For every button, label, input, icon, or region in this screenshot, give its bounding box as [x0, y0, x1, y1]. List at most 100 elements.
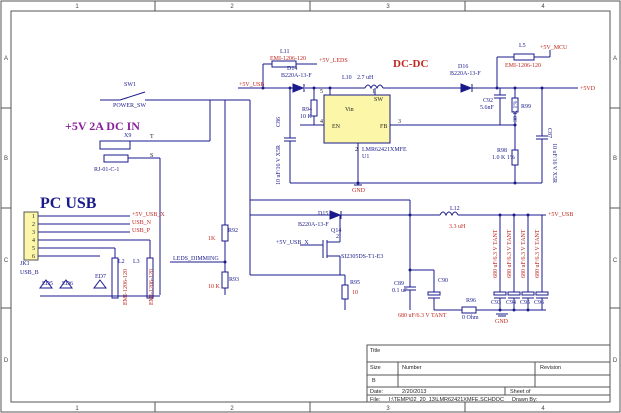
svg-text:ED6: ED6: [62, 281, 73, 287]
svg-text:10 K: 10 K: [300, 114, 313, 120]
pc-usb-heading: PC USB: [40, 195, 97, 212]
svg-text:R94: R94: [302, 107, 312, 113]
svg-text:GND: GND: [495, 319, 509, 325]
diode-d15: D15 B220A-13-F: [250, 210, 410, 228]
svg-text:EMI-1206-120: EMI-1206-120: [270, 56, 306, 62]
svg-text:EN: EN: [332, 124, 341, 130]
svg-text:2: 2: [336, 234, 339, 240]
net-label-usb-p5v-usb-x: +5V_USB_X: [132, 212, 165, 218]
capacitor-c95: C95 680 uF/6.3 V TANT: [520, 215, 535, 310]
inner-frame: [10, 10, 611, 403]
capacitor-c94: C94 680 uF/6.3 V TANT: [506, 215, 521, 310]
inductor-l2: L2 EMI-1206-120: [111, 257, 129, 305]
capacitor-c96: C96 680 uF/6.3 V TANT: [534, 215, 549, 310]
zone-row-right-a: A: [613, 56, 617, 62]
svg-text:ED7: ED7: [95, 274, 106, 280]
zone-col-bottom-4: 4: [541, 406, 545, 412]
svg-text:680 uF/6.3 V TANT: 680 uF/6.3 V TANT: [535, 229, 541, 278]
svg-text:6: 6: [32, 254, 35, 260]
svg-text:L5: L5: [519, 43, 526, 49]
svg-text:3: 3: [32, 230, 35, 236]
svg-text:FB: FB: [380, 124, 387, 130]
svg-text:ED5: ED5: [42, 281, 53, 287]
svg-text:680 uF/6.3 V TANT: 680 uF/6.3 V TANT: [521, 229, 527, 278]
svg-text:1: 1: [32, 214, 35, 220]
dc-in-heading: +5V 2A DC IN: [65, 119, 140, 133]
inductor-l5: L5 EMI-1206-120: [505, 43, 541, 69]
svg-text:L2: L2: [118, 259, 125, 265]
svg-text:POWER_SW: POWER_SW: [113, 103, 146, 109]
svg-text:3.3 uH: 3.3 uH: [449, 224, 466, 230]
ic-u1: Vin SW EN FB 5 1 4 3 2 LMR62421XMFE U1: [320, 89, 407, 160]
svg-text:D14: D14: [287, 66, 297, 72]
size-value: B: [372, 378, 376, 384]
svg-text:LMR62421XMFE: LMR62421XMFE: [362, 147, 407, 153]
svg-text:B220A-13-F: B220A-13-F: [281, 73, 312, 79]
zone-row-right-b: B: [613, 156, 617, 162]
resistor-r99: R99 30 K 1%: [511, 97, 531, 122]
svg-text:USB_B: USB_B: [20, 270, 39, 276]
svg-text:R92: R92: [228, 228, 238, 234]
svg-text:GND: GND: [352, 188, 366, 194]
svg-text:SI2305DS-T1-E3: SI2305DS-T1-E3: [341, 254, 383, 260]
svg-text:R99: R99: [521, 104, 531, 110]
svg-text:L11: L11: [280, 49, 289, 55]
gnd-symbol-output: GND: [495, 313, 509, 325]
svg-text:680 uF/6.3 V TANT: 680 uF/6.3 V TANT: [493, 229, 499, 278]
svg-text:Vin: Vin: [345, 107, 354, 113]
zone-col-bottom-2: 2: [230, 406, 234, 412]
svg-text:C95: C95: [520, 300, 530, 306]
svg-text:1.0 K 1%: 1.0 K 1%: [492, 155, 515, 161]
svg-text:1: 1: [372, 89, 375, 95]
svg-text:10 K: 10 K: [208, 284, 221, 290]
net-label-p5v-usb: +5V_USB: [239, 82, 264, 88]
dc-jack-x9: X9 RJ-01-C-1 T S: [94, 100, 211, 295]
capacitor-c92: C92 5.6nF: [480, 98, 495, 111]
zone-row-left-d: D: [4, 358, 9, 364]
svg-text:10 uF/16 V X5R: 10 uF/16 V X5R: [551, 143, 557, 183]
resistor-r94: R94 10 K: [300, 99, 318, 120]
svg-text:EMI-1206-120: EMI-1206-120: [149, 269, 155, 305]
svg-text:1K: 1K: [208, 236, 216, 242]
size-label: Size: [370, 365, 381, 371]
svg-text:D16: D16: [458, 64, 468, 70]
inductor-l11: L11 EMI-1206-120: [270, 49, 306, 68]
svg-text:C94: C94: [506, 300, 516, 306]
net-label-usb-p: USB_P: [132, 228, 151, 234]
svg-text:C89: C89: [394, 281, 404, 287]
sheet-label: Sheet of: [510, 389, 531, 395]
top-rail-wires: [238, 50, 578, 89]
svg-text:R98: R98: [497, 148, 507, 154]
resistor-r93: R93 10 K: [208, 241, 239, 295]
zone-row-right-d: D: [613, 358, 618, 364]
capacitor-c90: C90 680 uF/6.3 V TANT: [398, 269, 448, 319]
zone-row-left-b: B: [4, 156, 8, 162]
svg-text:EMI-1206-120: EMI-1206-120: [123, 269, 129, 305]
number-label: Number: [402, 365, 422, 371]
svg-text:R95: R95: [350, 280, 360, 286]
svg-text:5.6nF: 5.6nF: [480, 105, 495, 111]
net-label-usb-n: USB_N: [132, 220, 152, 226]
net-label-group-top: +5V_USB +5V_LEDS +5V_MCU +5VD: [239, 45, 596, 92]
svg-text:C90: C90: [438, 278, 448, 284]
svg-text:2: 2: [32, 222, 35, 228]
diode-d16: D16 B220A-13-F: [450, 64, 481, 93]
svg-text:S: S: [150, 153, 153, 159]
svg-text:680 uF/6.3 V TANT: 680 uF/6.3 V TANT: [398, 313, 447, 319]
svg-text:R96: R96: [466, 298, 476, 304]
title-block: [366, 344, 611, 403]
zone-row-right-c: C: [613, 258, 618, 264]
zone-row-left-a: A: [4, 56, 8, 62]
svg-text:C93: C93: [491, 300, 501, 306]
inductor-l12: L12 3.3 uH: [410, 206, 546, 230]
title-label: Title: [370, 348, 380, 354]
capacitor-c87: C87 10 uF/16 V X5R: [546, 128, 557, 183]
ic-u1-body: [323, 94, 391, 144]
capacitor-c93: C93 680 uF/6.3 V TANT: [491, 215, 507, 310]
tvs-ed7: ED7: [93, 274, 107, 289]
capacitor-c89: C89 0.1 uF: [392, 215, 416, 310]
net-label-p5v-leds: +5V_LEDS: [319, 58, 348, 64]
svg-text:Q14: Q14: [331, 228, 341, 234]
svg-text:C96: C96: [534, 300, 544, 306]
